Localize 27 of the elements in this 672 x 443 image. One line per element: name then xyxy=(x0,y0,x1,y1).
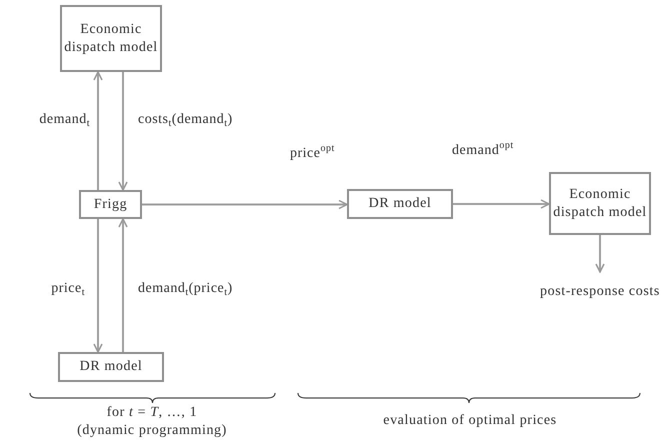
arrow xyxy=(93,219,103,353)
edge-label: demand$^{opt}$ xyxy=(452,140,514,159)
edge-label: price$_{t}$ xyxy=(51,281,85,298)
arrow xyxy=(118,72,128,191)
brace-caption: evaluation of optimal prices xyxy=(383,413,557,429)
box-label: DR model xyxy=(80,358,142,376)
box-label: Frigg xyxy=(94,196,128,214)
process-box xyxy=(549,172,651,235)
box-label: Economic dispatch model xyxy=(552,186,648,221)
box-label: Economic dispatch model xyxy=(63,21,159,56)
process-box xyxy=(60,5,162,72)
edge-label: costs$_{t}$(demand$_{t}$) xyxy=(138,112,233,129)
arrow xyxy=(595,235,605,273)
brace-caption: for t = T, …, 1 xyxy=(106,405,198,421)
arrow xyxy=(453,199,550,209)
arrow xyxy=(118,218,128,352)
box-label: DR model xyxy=(368,195,432,213)
edge-label: price$^{opt}$ xyxy=(290,143,335,162)
process-box xyxy=(58,352,164,382)
process-box xyxy=(79,190,142,219)
arrow xyxy=(142,200,348,210)
edge-label: demand$_{t}$(price$_{t}$) xyxy=(138,281,233,298)
process-box xyxy=(347,189,453,219)
edge-label: demand$_{t}$ xyxy=(39,112,90,129)
arrow xyxy=(93,71,103,190)
output-text: post-response costs xyxy=(540,283,660,301)
brace-caption: (dynamic programming) xyxy=(77,423,227,439)
